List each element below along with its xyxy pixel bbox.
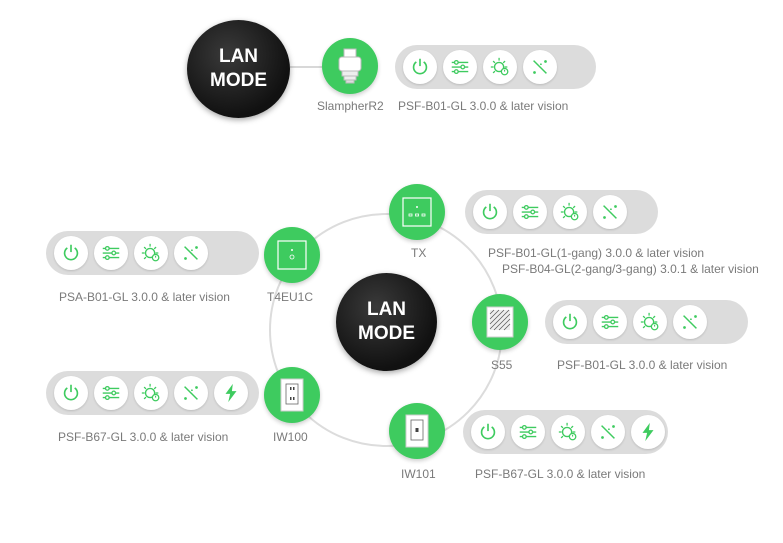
firmware-label: PSF-B04-GL(2-gang/3-gang) 3.0.1 & later … xyxy=(502,262,759,276)
feature-pill xyxy=(465,190,658,234)
bulb-socket-icon xyxy=(338,48,362,84)
power-icon[interactable] xyxy=(553,305,587,339)
power-icon[interactable] xyxy=(403,50,437,84)
light-timer-icon[interactable] xyxy=(134,236,168,270)
wall-switch-icon xyxy=(277,240,307,270)
feature-pill xyxy=(545,300,748,344)
lan-text: LAN xyxy=(218,46,259,67)
device-t4eu1c[interactable] xyxy=(264,227,320,283)
lan-mode-badge-top: LAN MODE xyxy=(187,20,290,118)
feature-pill xyxy=(463,410,668,454)
magic-wand-icon[interactable] xyxy=(174,236,208,270)
lan-mode-badge-center: LAN MODE xyxy=(336,273,437,371)
energy-bolt-icon[interactable] xyxy=(214,376,248,410)
sliders-icon[interactable] xyxy=(593,305,627,339)
device-label: IW101 xyxy=(401,467,436,481)
light-timer-icon[interactable] xyxy=(633,305,667,339)
device-iw100[interactable] xyxy=(264,367,320,423)
light-timer-icon[interactable] xyxy=(483,50,517,84)
power-icon[interactable] xyxy=(54,376,88,410)
wall-switch-icon xyxy=(402,197,432,227)
sliders-icon[interactable] xyxy=(443,50,477,84)
sliders-icon[interactable] xyxy=(94,376,128,410)
device-label: SlampherR2 xyxy=(317,99,384,113)
power-icon[interactable] xyxy=(473,195,507,229)
firmware-label: PSF-B01-GL 3.0.0 & later vision xyxy=(398,99,569,113)
feature-pill xyxy=(395,45,596,89)
firmware-label: PSF-B01-GL(1-gang) 3.0.0 & later vision xyxy=(488,246,705,260)
power-icon[interactable] xyxy=(54,236,88,270)
in-wall-switch-icon xyxy=(405,414,429,448)
outdoor-socket-icon xyxy=(486,306,514,338)
energy-bolt-icon[interactable] xyxy=(631,415,665,449)
device-label: IW100 xyxy=(273,430,308,444)
device-label: TX xyxy=(411,246,427,260)
light-timer-icon[interactable] xyxy=(551,415,585,449)
device-label: T4EU1C xyxy=(267,290,314,304)
sliders-icon[interactable] xyxy=(94,236,128,270)
mode-text: MODE xyxy=(358,323,415,344)
firmware-label: PSF-B67-GL 3.0.0 & later vision xyxy=(58,430,229,444)
magic-wand-icon[interactable] xyxy=(593,195,627,229)
device-iw101[interactable] xyxy=(389,403,445,459)
feature-pill xyxy=(46,371,259,415)
device-slampherr2[interactable] xyxy=(322,38,378,94)
firmware-label: PSF-B67-GL 3.0.0 & later vision xyxy=(475,467,646,481)
firmware-label: PSF-B01-GL 3.0.0 & later vision xyxy=(557,358,728,372)
power-icon[interactable] xyxy=(471,415,505,449)
firmware-label: PSA-B01-GL 3.0.0 & later vision xyxy=(59,290,230,304)
light-timer-icon[interactable] xyxy=(553,195,587,229)
magic-wand-icon[interactable] xyxy=(673,305,707,339)
device-s55[interactable] xyxy=(472,294,528,350)
feature-pill xyxy=(46,231,259,275)
mode-text: MODE xyxy=(210,70,267,91)
magic-wand-icon[interactable] xyxy=(591,415,625,449)
magic-wand-icon[interactable] xyxy=(523,50,557,84)
sliders-icon[interactable] xyxy=(513,195,547,229)
lan-text: LAN xyxy=(366,299,407,320)
in-wall-outlet-icon xyxy=(280,378,304,412)
light-timer-icon[interactable] xyxy=(134,376,168,410)
device-label: S55 xyxy=(491,358,513,372)
device-tx[interactable] xyxy=(389,184,445,240)
magic-wand-icon[interactable] xyxy=(174,376,208,410)
sliders-icon[interactable] xyxy=(511,415,545,449)
